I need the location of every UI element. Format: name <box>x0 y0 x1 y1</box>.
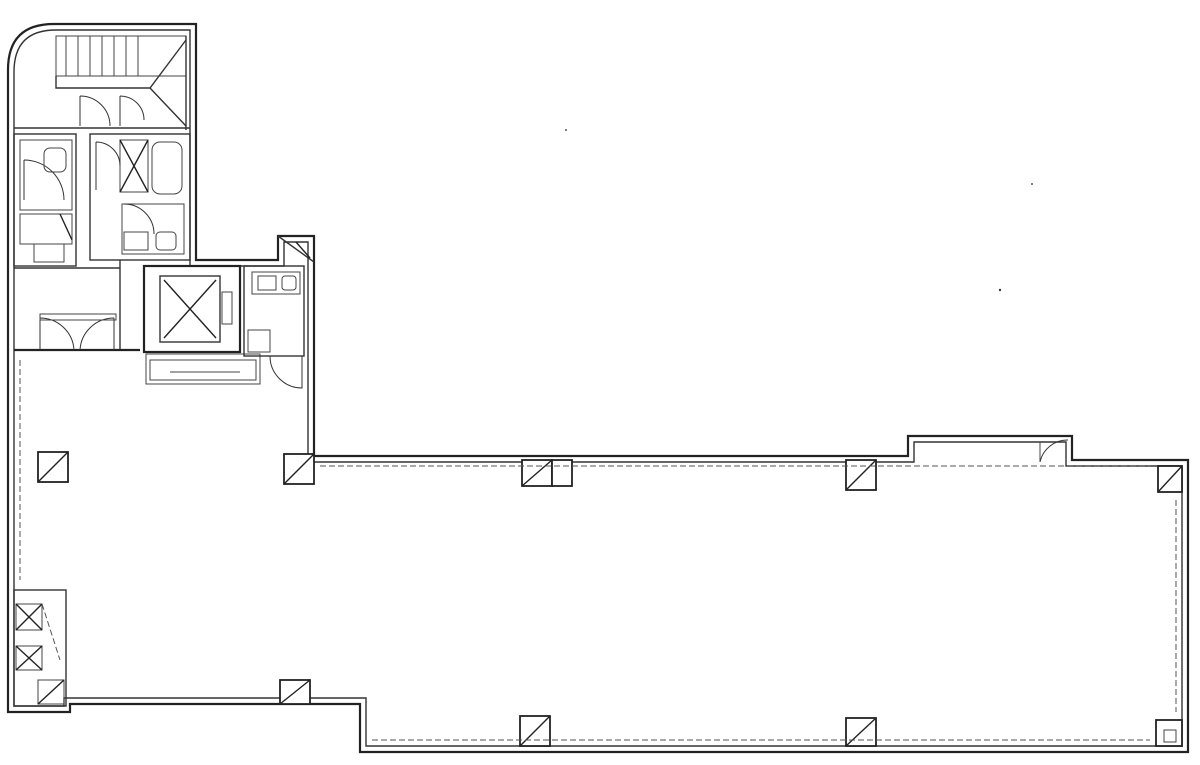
outer-walls <box>6 22 1190 754</box>
window-lines <box>19 360 1177 741</box>
lower-left-shafts <box>13 589 67 707</box>
exit-notch <box>1039 439 1069 463</box>
ps-shaft <box>243 235 315 389</box>
stairwell <box>14 35 190 130</box>
column <box>551 459 573 487</box>
columns <box>37 451 1183 747</box>
pantry <box>14 260 140 352</box>
elevator-core <box>142 264 261 385</box>
toilet-core <box>13 133 191 267</box>
scan-specks <box>565 129 1033 292</box>
